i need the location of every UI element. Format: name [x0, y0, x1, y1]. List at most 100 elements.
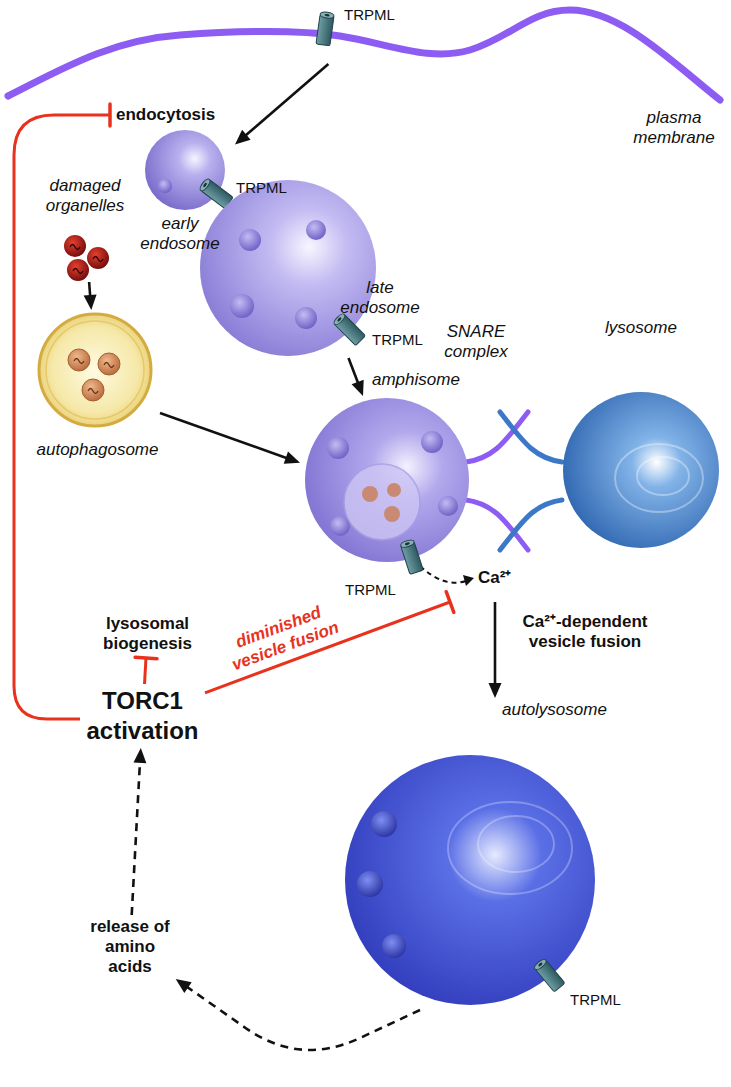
shape-part	[132, 758, 141, 915]
shape-part	[400, 539, 424, 575]
shape-part	[82, 379, 104, 401]
shape-part	[88, 389, 98, 394]
shape-part	[184, 985, 420, 1050]
shape-part	[421, 431, 443, 453]
autolysosome: autolysosome	[340, 698, 615, 1010]
shape-part	[320, 11, 335, 19]
damaged-organelles: damaged organelles	[40, 176, 130, 282]
shape-part	[357, 871, 383, 897]
shape-part	[243, 64, 329, 138]
shape-part	[400, 539, 415, 549]
shape-part	[239, 229, 261, 251]
organelle-label: late endosome	[340, 278, 420, 318]
shape-part	[203, 182, 208, 187]
organelle-label: damaged organelles	[40, 176, 130, 216]
shape-part	[384, 506, 400, 522]
shape-part	[334, 314, 365, 345]
shape-part	[306, 220, 326, 240]
organelle-shape	[340, 698, 615, 1010]
shape-part	[538, 962, 543, 967]
shape-part	[327, 437, 349, 459]
organelle-shape	[300, 396, 505, 602]
shape-part	[362, 486, 378, 502]
arrow-connector	[489, 602, 502, 698]
shape-part	[98, 353, 120, 375]
process-label: lysosomal biogenesis	[90, 610, 205, 658]
central-node: TORC1 activation	[80, 684, 205, 748]
complex-label: SNARE complex	[436, 322, 516, 362]
arrow-connector	[132, 748, 147, 915]
shape-part	[446, 592, 454, 613]
shape-part	[344, 464, 420, 540]
autophagosome: autophagosome	[35, 310, 160, 472]
shape-part	[68, 349, 90, 371]
early-endosome: early endosome	[125, 128, 235, 256]
shape-part	[337, 317, 342, 322]
arrow-connector	[176, 979, 420, 1050]
shape-part	[637, 457, 689, 495]
shape-part	[73, 269, 83, 274]
node-text: endocytosis	[110, 104, 221, 126]
node-text: release of amino acids	[80, 915, 180, 979]
shape-part	[535, 960, 565, 992]
shape-part	[316, 11, 334, 46]
organelle-label: early endosome	[125, 214, 235, 254]
organelle-label: lysosome	[555, 318, 727, 338]
lysosome: lysosome	[555, 318, 727, 554]
channel-label: TRPML	[236, 178, 287, 198]
channel-label: TRPML	[344, 5, 395, 25]
node-text: lysosomal biogenesis	[90, 610, 205, 658]
organelle-label: plasma membrane	[628, 108, 720, 148]
shape-part	[478, 816, 554, 872]
organelle-label: autolysosome	[502, 700, 607, 720]
shape-part	[70, 245, 80, 250]
shape-part	[533, 958, 565, 992]
shape-part	[371, 811, 397, 837]
shape-part	[93, 257, 103, 262]
inhibition-connector	[135, 657, 157, 684]
shape-part	[463, 575, 474, 586]
arrow-connector	[84, 282, 97, 310]
calcium-release-arrow	[420, 566, 474, 586]
shape-part	[305, 398, 469, 562]
shape-part	[39, 314, 151, 426]
shape-part	[160, 413, 291, 459]
shape-part	[235, 130, 251, 145]
channel-label: TRPML	[345, 580, 396, 600]
shape-part	[198, 178, 211, 193]
channel-label: TRPML	[570, 990, 621, 1010]
shape-part	[108, 104, 112, 126]
shape-part	[330, 516, 350, 536]
shape-part	[64, 235, 86, 257]
arrow-connector	[349, 358, 364, 396]
shape-part	[200, 180, 376, 356]
shape-part	[438, 496, 458, 516]
shape-part	[8, 10, 720, 100]
inhibition-connector	[205, 592, 454, 693]
shape-part	[563, 392, 719, 548]
shape-part	[324, 14, 329, 17]
organelle-shape	[555, 318, 727, 554]
arrow-connector	[235, 64, 328, 145]
process-label: release of amino acids	[80, 915, 180, 979]
shape-part	[84, 295, 97, 311]
shape-part	[74, 359, 84, 364]
shape-part	[158, 179, 172, 193]
shape-part	[134, 748, 147, 763]
shape-part	[615, 444, 703, 512]
channel-label: TRPML	[372, 330, 423, 350]
shape-part	[67, 259, 89, 281]
shape-part	[46, 321, 144, 419]
shape-part	[420, 566, 466, 583]
snare-complex	[466, 412, 562, 550]
shape-part	[87, 247, 109, 269]
shape-part	[135, 657, 157, 658]
connector-label: Ca²⁺-dependent vesicle fusion	[505, 612, 665, 652]
shape-part	[345, 755, 595, 1005]
shape-part	[176, 979, 192, 993]
shape-part	[500, 412, 562, 462]
shape-part	[494, 602, 497, 688]
shape-part	[387, 483, 401, 497]
shape-part	[352, 380, 364, 396]
